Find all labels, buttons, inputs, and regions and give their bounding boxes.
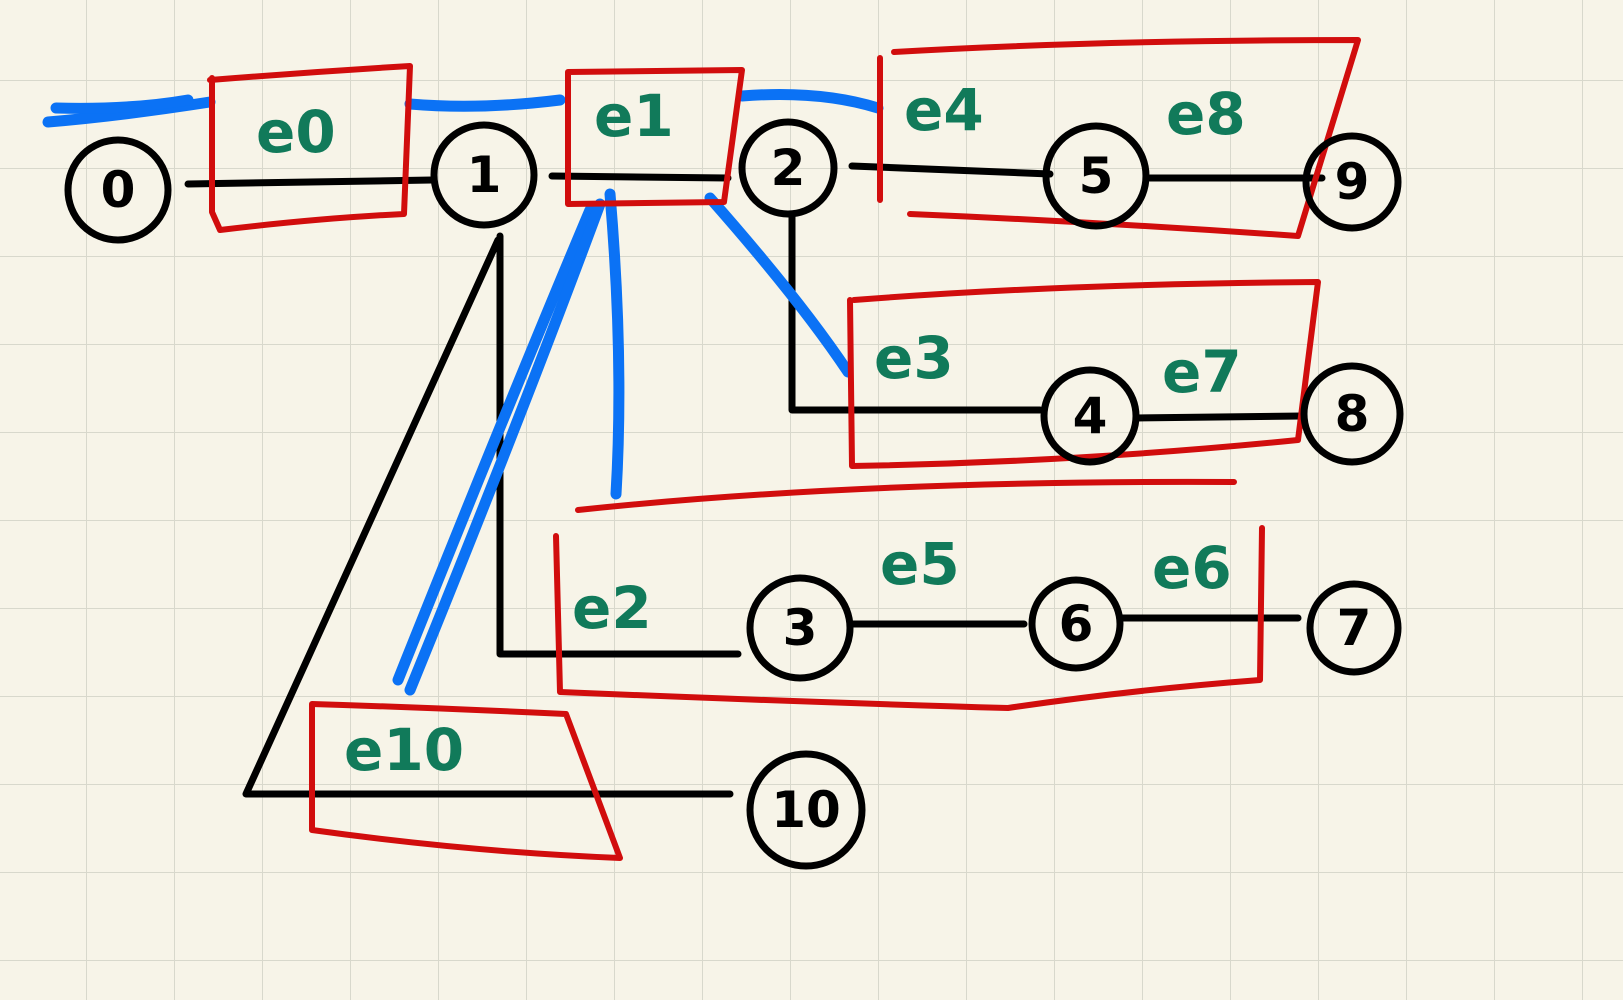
edge-line-e7 <box>1132 412 1306 422</box>
highlight-strokes <box>42 89 884 696</box>
node-label-7: 7 <box>1337 599 1372 657</box>
node-label-5: 5 <box>1079 147 1114 205</box>
edge-label-e1: e1 <box>594 82 674 150</box>
box-e2-e5-e6 <box>553 478 1265 711</box>
edge-line-e4 <box>848 162 1054 178</box>
node-label-8: 8 <box>1335 385 1370 443</box>
node-0: 0 <box>64 136 172 244</box>
node-circle <box>430 121 538 229</box>
node-10: 10 <box>746 750 866 870</box>
edge-label-e7: e7 <box>1162 338 1242 406</box>
node-circle <box>746 750 866 870</box>
edge-label-e5: e5 <box>880 530 960 598</box>
edge-line-e1 <box>548 172 732 182</box>
node-label-3: 3 <box>783 599 818 657</box>
highlight-stroke <box>392 204 596 686</box>
box-e0 <box>207 63 413 233</box>
node-7: 7 <box>1306 580 1402 676</box>
node-label-6: 6 <box>1059 595 1094 653</box>
edge-line-e0 <box>184 176 436 188</box>
edge-label-e2: e2 <box>572 574 652 642</box>
node-label-9: 9 <box>1335 153 1370 211</box>
edge-label-e6: e6 <box>1152 534 1232 602</box>
highlight-stroke <box>50 94 194 114</box>
node-8: 8 <box>1300 362 1404 466</box>
node-circle <box>1028 576 1124 672</box>
highlight-stroke <box>404 94 566 112</box>
node-1: 1 <box>430 121 538 229</box>
edge-line-e10 <box>242 236 734 798</box>
edge-boxes <box>207 37 1361 861</box>
edge-label-e0: e0 <box>256 98 336 166</box>
node-label-10: 10 <box>771 781 841 839</box>
node-circle <box>1306 580 1402 676</box>
node-9: 9 <box>1302 132 1402 232</box>
box-e10 <box>309 701 623 861</box>
highlight-stroke <box>404 198 606 696</box>
node-label-1: 1 <box>467 146 502 204</box>
node-6: 6 <box>1028 576 1124 672</box>
box-e4-e8 <box>877 37 1361 239</box>
edge-label-e3: e3 <box>874 324 954 392</box>
node-2: 2 <box>738 118 838 218</box>
edge-lines <box>184 162 1326 798</box>
edge-label-e8: e8 <box>1166 80 1246 148</box>
edge-line-e3 <box>788 210 1044 414</box>
edge-line-e2 <box>496 232 742 658</box>
node-3: 3 <box>746 574 854 682</box>
node-circle <box>738 118 838 218</box>
node-5: 5 <box>1042 122 1150 230</box>
node-circle <box>1300 362 1404 466</box>
node-circle <box>1042 122 1150 230</box>
node-circle <box>746 574 854 682</box>
highlight-stroke <box>704 192 854 378</box>
nodes: 0 1 2 3 4 5 6 7 <box>64 118 1404 870</box>
node-circle <box>1040 366 1140 466</box>
node-label-0: 0 <box>101 161 136 219</box>
highlight-stroke <box>604 188 625 500</box>
box-e1 <box>565 67 745 207</box>
edge-label-e10: e10 <box>344 716 464 784</box>
node-circle <box>1302 132 1402 232</box>
node-circle <box>64 136 172 244</box>
edge-label-e4: e4 <box>904 76 984 144</box>
edge-labels: e0 e1 e2 e3 e4 e5 e6 e7 e8 e10 <box>256 76 1246 784</box>
node-4: 4 <box>1040 366 1140 466</box>
node-label-4: 4 <box>1073 387 1108 445</box>
highlight-stroke <box>736 89 884 114</box>
node-label-2: 2 <box>771 139 806 197</box>
box-e3-e7 <box>847 279 1321 469</box>
